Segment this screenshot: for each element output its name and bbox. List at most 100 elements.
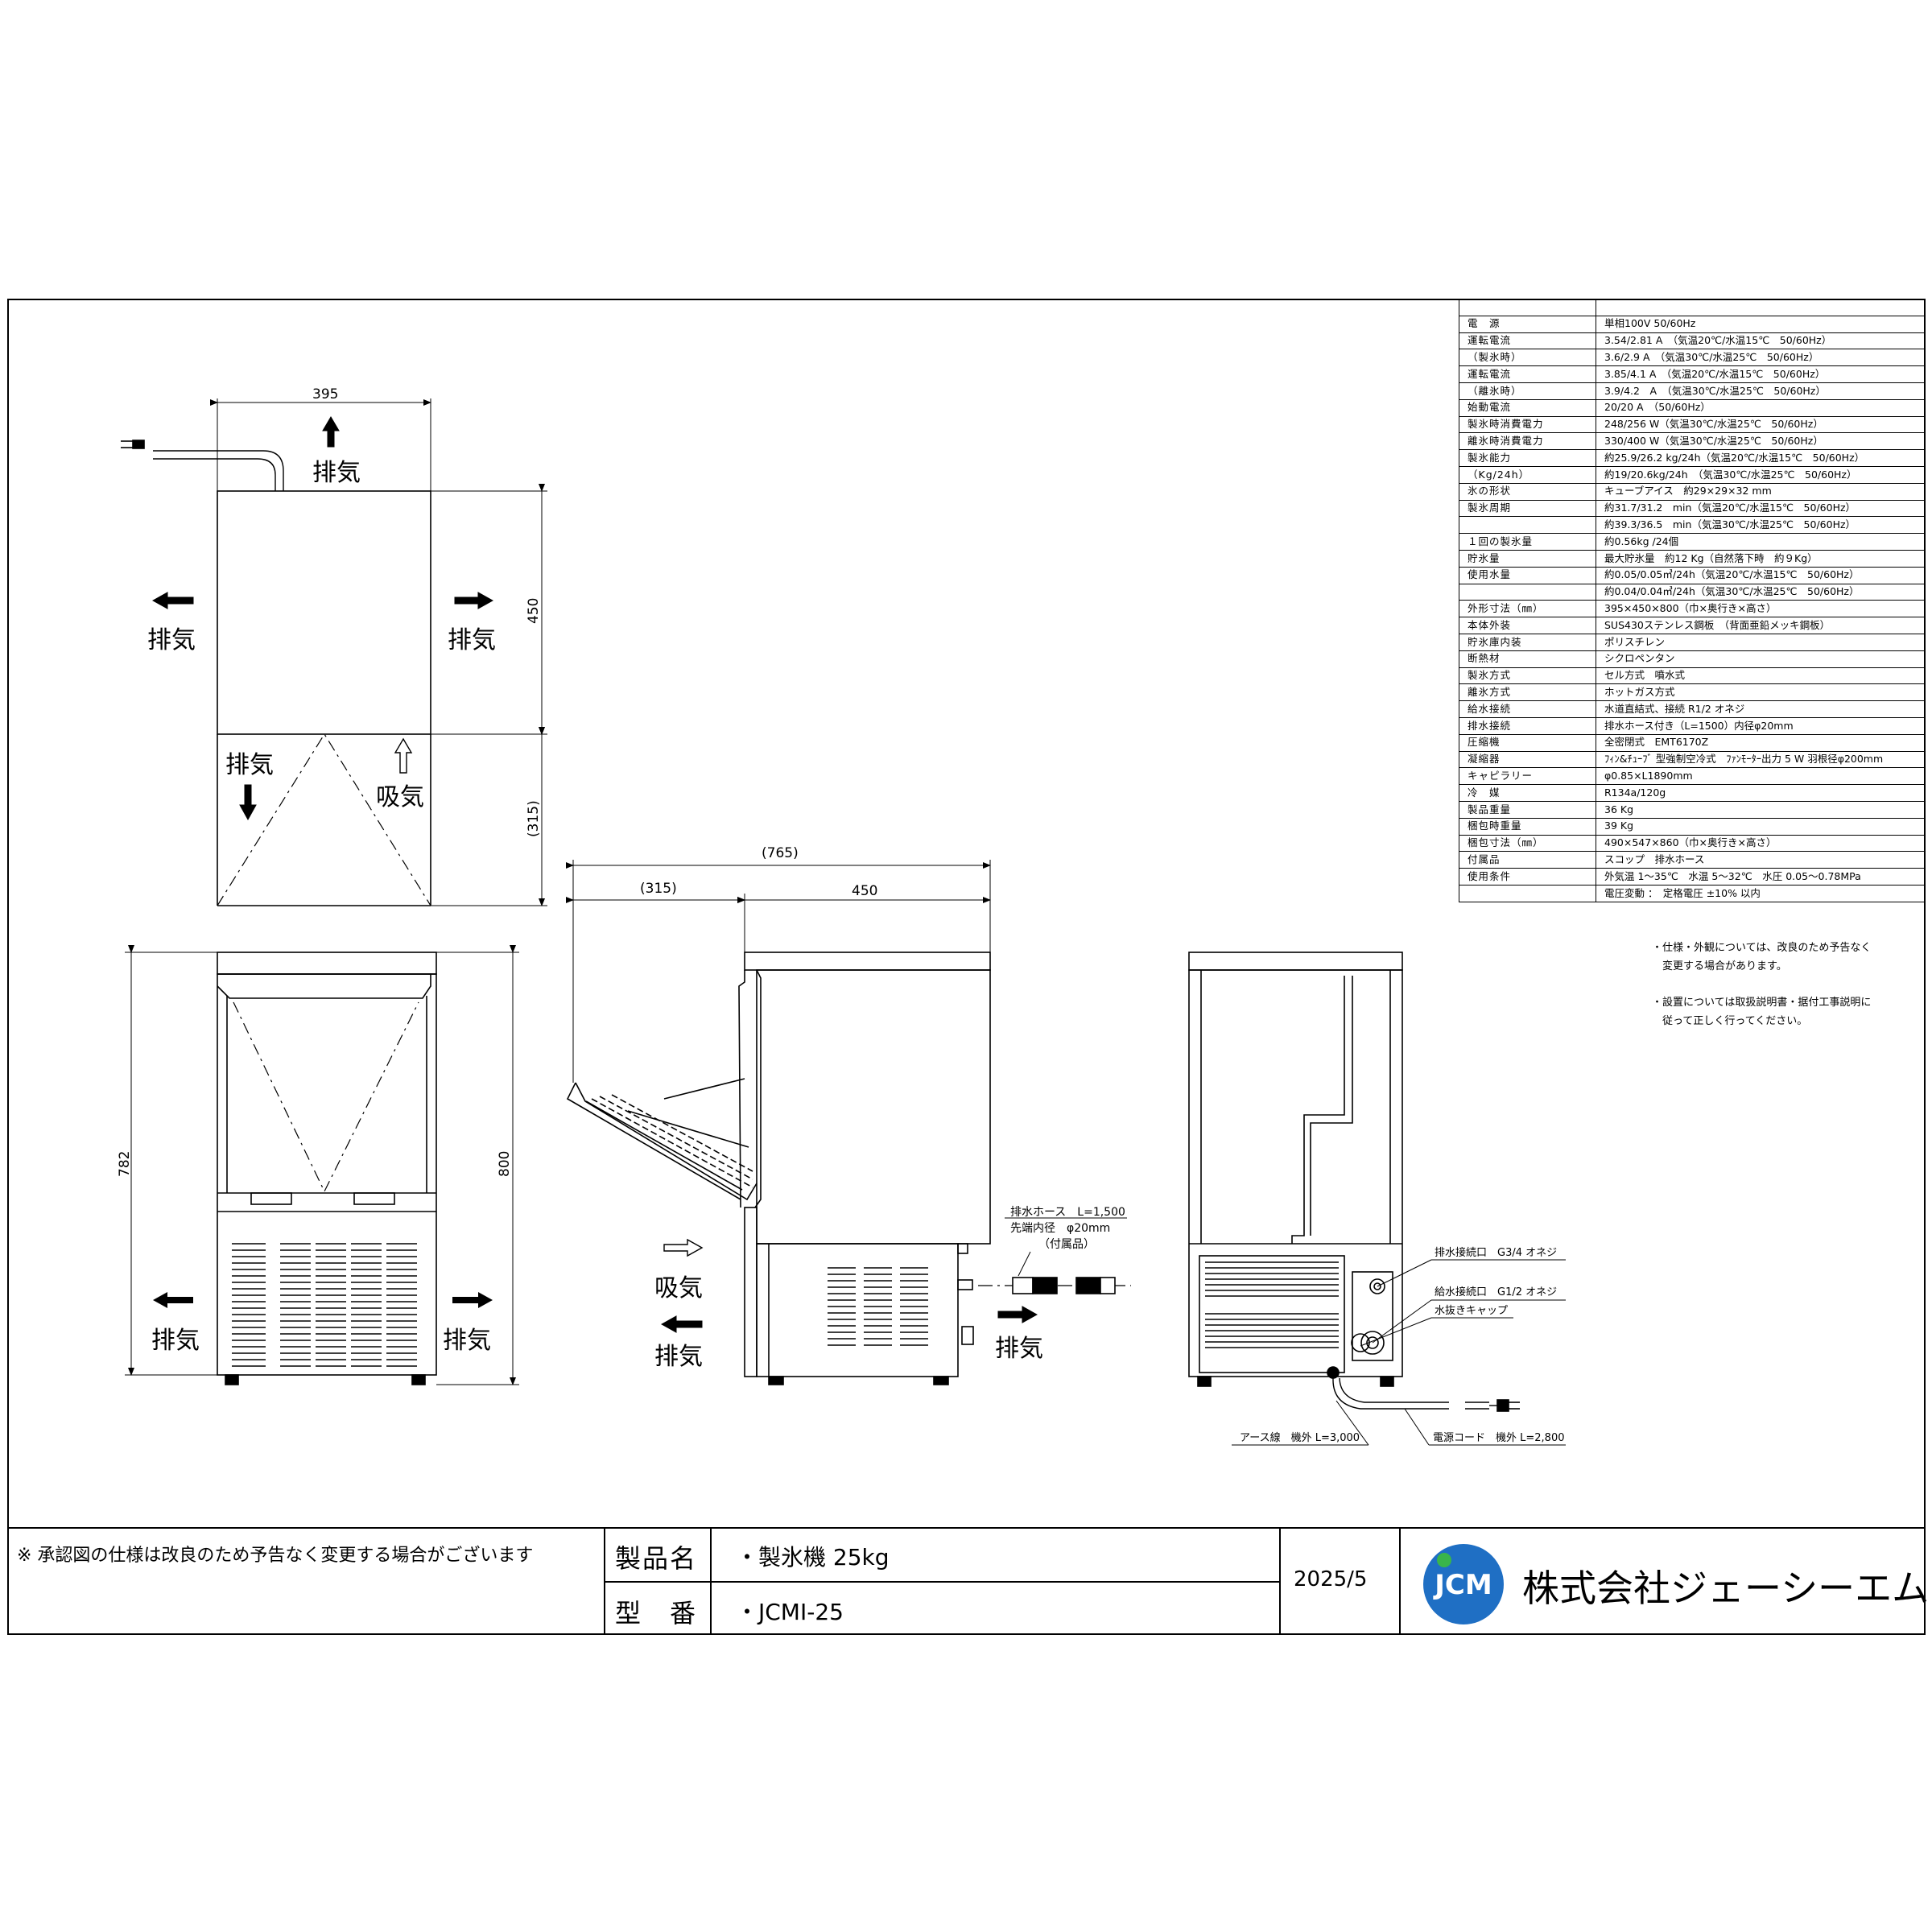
spec-key: １回の製氷量	[1459, 533, 1596, 551]
spec-key: 電 源	[1459, 315, 1596, 333]
spec-row: 製氷能力約25.9/26.2 kg/24h（気温20℃/水温15℃ 50/60H…	[1459, 449, 1926, 467]
spec-key: 梱包時重量	[1459, 817, 1596, 836]
spec-key: 冷 媒	[1459, 784, 1596, 802]
notes: ・仕様・外観については、改良のため予告なく 変更する場合があります。 ・設置につ…	[1652, 939, 1871, 1030]
spec-value: 330/400 W（気温30℃/水温25℃ 50/60Hz）	[1596, 432, 1926, 451]
front-view-arrows	[153, 1292, 493, 1308]
spec-row: 約0.04/0.04㎥/24h（気温30℃/水温25℃ 50/60Hz）	[1459, 583, 1926, 601]
spec-value: 排水ホース付き（L=1500）内径φ20mm	[1596, 716, 1926, 735]
spec-key: （Kg/24h）	[1459, 465, 1596, 484]
dim-800: 800	[497, 1151, 513, 1177]
exhaust-left-arrow	[151, 592, 194, 609]
spec-value: ホットガス方式	[1596, 683, 1926, 702]
spec-row: 氷の形状キューブアイス 約29×29×32 mm	[1459, 482, 1926, 501]
spec-value: 単相100V 50/60Hz	[1596, 315, 1926, 333]
spec-key: 梱包寸法（㎜）	[1459, 834, 1596, 852]
spec-value: 3.54/2.81 A （気温20℃/水温15℃ 50/60Hz）	[1596, 332, 1926, 350]
spec-key: 外形寸法（㎜）	[1459, 600, 1596, 618]
spec-key: 運転電流	[1459, 332, 1596, 350]
hose-label-1: 排水ホース L=1,500	[1010, 1206, 1125, 1219]
spec-key	[1459, 516, 1596, 535]
spec-key: 排水接続	[1459, 716, 1596, 735]
water-port-label: 給水接続口 G1/2 オネジ	[1435, 1286, 1557, 1298]
dim-450-side: 450	[852, 883, 877, 899]
spec-key: 使用条件	[1459, 868, 1596, 886]
side-intake-arrow	[663, 1238, 704, 1257]
spec-value: 外気温 1～35℃ 水温 5～32℃ 水圧 0.05～0.78MPa	[1596, 868, 1926, 886]
spec-row: 製氷周期約31.7/31.2 min（気温20℃/水温15℃ 50/60Hz）	[1459, 499, 1926, 518]
exhaust-right-arrow	[454, 592, 494, 609]
side-exhaust-left-label: 排気	[654, 1343, 703, 1371]
spec-value: 248/256 W（気温30℃/水温25℃ 50/60Hz）	[1596, 415, 1926, 434]
note-line: 従って正しく行ってください。	[1652, 1015, 1808, 1027]
product-name-label: 製品名	[615, 1543, 698, 1574]
exhaust-down-arrow	[239, 784, 257, 821]
front-exhaust-right-label: 排気	[443, 1327, 491, 1355]
spec-value: SUS430ステンレス鋼板 （背面亜鉛メッキ鋼板）	[1596, 617, 1926, 634]
spec-key: （離氷時）	[1459, 382, 1596, 400]
spec-value: セル方式 噴水式	[1596, 667, 1926, 685]
spec-value: 全密閉式 EMT6170Z	[1596, 733, 1926, 752]
spec-key	[1459, 583, 1596, 601]
spec-value: 電圧変動 ： 定格電圧 ±10% 以内	[1596, 884, 1926, 902]
spec-key	[1459, 884, 1596, 902]
top-exhaust-right-label: 排気	[448, 626, 496, 654]
company-name: 株式会社ジェーシーエム	[1522, 1567, 1930, 1610]
spec-key	[1459, 299, 1596, 316]
front-grille	[232, 1243, 417, 1367]
top-exhaust-label: 排気	[312, 459, 361, 487]
spec-row: 梱包寸法（㎜）490×547×860（巾×奥行き×高さ）	[1459, 834, 1926, 852]
back-grille	[1205, 1261, 1339, 1348]
spec-key: （製氷時）	[1459, 349, 1596, 367]
spec-value: 約0.04/0.04㎥/24h（気温30℃/水温25℃ 50/60Hz）	[1596, 583, 1926, 601]
spec-row: 給水接続水道直結式、接続 R1/2 オネジ	[1459, 700, 1926, 718]
front-exhaust-left-label: 排気	[151, 1327, 200, 1355]
hose-label-3: （付属品）	[1038, 1238, 1095, 1251]
spec-row: 排水接続排水ホース付き（L=1500）内径φ20mm	[1459, 716, 1926, 735]
spec-key: 離氷時消費電力	[1459, 432, 1596, 451]
note-line: ・仕様・外観については、改良のため予告なく	[1652, 942, 1872, 954]
spec-row: 凝縮器ﾌｨﾝ&ﾁｭｰﾌﾞ 型強制空冷式 ﾌｧﾝﾓｰﾀｰ出力 5 W 羽根径φ20…	[1459, 750, 1926, 769]
dim-315-top: (315)	[526, 800, 542, 837]
spec-row: 使用条件外気温 1～35℃ 水温 5～32℃ 水圧 0.05～0.78MPa	[1459, 868, 1926, 886]
spec-key: 付属品	[1459, 851, 1596, 869]
dim-395: 395	[312, 386, 338, 402]
side-view-arrows	[660, 1238, 1038, 1333]
exhaust-up-arrow	[322, 416, 340, 448]
spec-key: 使用水量	[1459, 566, 1596, 584]
drain-port-label: 排水接続口 G3/4 オネジ	[1435, 1246, 1557, 1259]
spec-key: 貯氷庫内装	[1459, 633, 1596, 651]
spec-row: 貯氷庫内装ポリスチレン	[1459, 633, 1926, 651]
spec-value: シクロペンタン	[1596, 650, 1926, 668]
spec-key: 製品重量	[1459, 800, 1596, 819]
note-line: ・設置については取扱説明書・据付工事説明に	[1652, 997, 1872, 1009]
spec-key: 製氷時消費電力	[1459, 415, 1596, 434]
spec-value: キューブアイス 約29×29×32 mm	[1596, 482, 1926, 501]
spec-key: 給水接続	[1459, 700, 1596, 718]
spec-row: 電 源単相100V 50/60Hz	[1459, 315, 1926, 333]
spec-key: 離氷方式	[1459, 683, 1596, 702]
spec-key: 製氷能力	[1459, 449, 1596, 467]
top-view-arrows	[151, 416, 494, 821]
spec-key: 本体外装	[1459, 617, 1596, 634]
front-view	[125, 945, 519, 1385]
product-name-value: ・製氷機 25kg	[736, 1544, 890, 1571]
intake-up-arrow	[394, 737, 413, 774]
spec-row: （Kg/24h）約19/20.6kg/24h （気温30℃/水温25℃ 50/6…	[1459, 465, 1926, 484]
spec-key: 始動電流	[1459, 398, 1596, 417]
top-view	[121, 398, 547, 906]
spec-key: 製氷周期	[1459, 499, 1596, 518]
spec-row: 外形寸法（㎜）395×450×800（巾×奥行き×高さ）	[1459, 600, 1926, 618]
spec-key: 運転電流	[1459, 365, 1596, 383]
spec-value: 約0.56kg /24個	[1596, 533, 1926, 551]
spec-row: 使用水量約0.05/0.05㎥/24h（気温20℃/水温15℃ 50/60Hz）	[1459, 566, 1926, 584]
spec-value: 3.85/4.1 A （気温20℃/水温15℃ 50/60Hz）	[1596, 365, 1926, 383]
top-view-body	[217, 490, 431, 735]
spec-value: 3.9/4.2 A （気温30℃/水温25℃ 50/60Hz）	[1596, 382, 1926, 400]
